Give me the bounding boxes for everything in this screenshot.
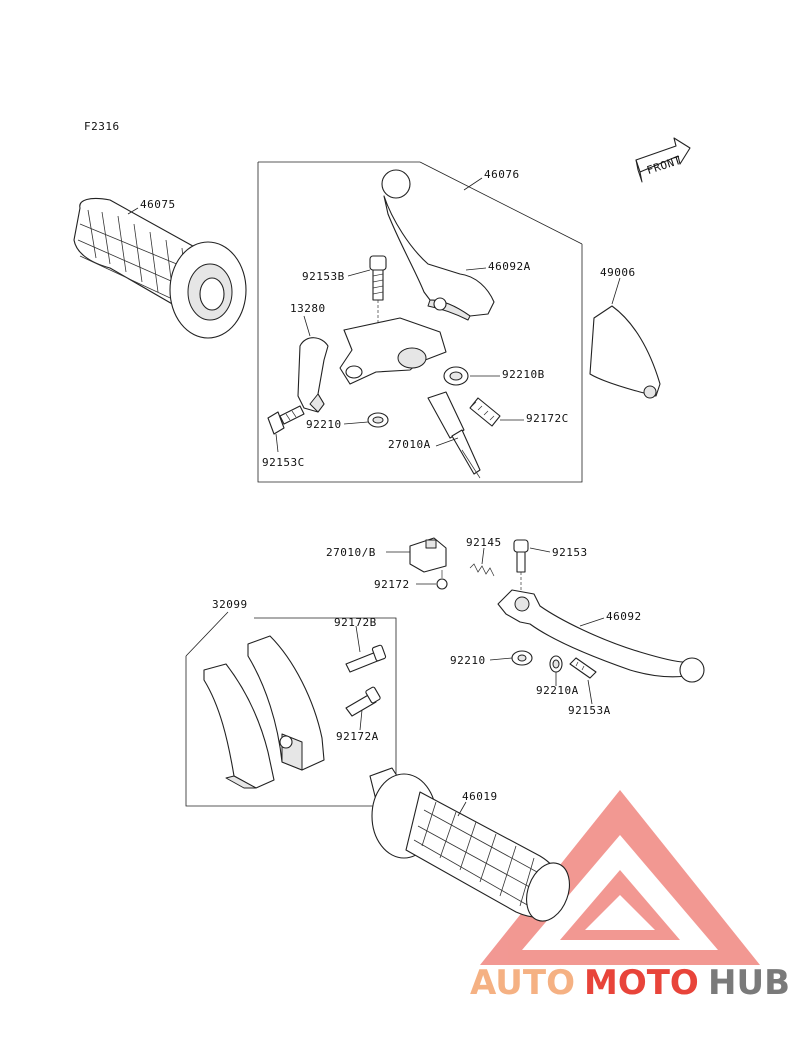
watermark-logo-icon — [480, 790, 760, 965]
nut-92210 — [367, 412, 389, 428]
label-92153B: 92153B — [302, 270, 345, 283]
clutch-lever-46076 — [381, 169, 495, 321]
label-92210: 92210 — [306, 418, 342, 431]
right-grip-46019 — [369, 767, 570, 922]
clamp-bracket-13280 — [297, 337, 329, 413]
spring-92145 — [469, 563, 495, 577]
label-92153: 92153 — [552, 546, 588, 559]
switch-27010B — [409, 537, 447, 573]
switch-27010A — [427, 391, 481, 479]
label-27010A: 27010A — [388, 438, 431, 451]
label-92210-lower: 92210 — [450, 654, 486, 667]
label-92153C: 92153C — [262, 456, 305, 469]
label-92210B: 92210B — [502, 368, 545, 381]
label-13280: 13280 — [290, 302, 326, 315]
adjuster-screw-92172C — [469, 397, 501, 427]
pivot-bolt-92153B — [369, 255, 387, 330]
label-92145: 92145 — [466, 536, 502, 549]
washer-92210A — [549, 655, 563, 673]
label-92210A: 92210A — [536, 684, 579, 697]
screw-92172B — [345, 644, 387, 673]
label-92172A: 92172A — [336, 730, 379, 743]
lever-holder — [339, 317, 447, 385]
screw-92172A — [345, 686, 381, 717]
label-27010B: 27010/B — [326, 546, 376, 559]
adjuster-nut-92210B — [443, 366, 469, 386]
label-92172B: 92172B — [334, 616, 377, 629]
label-46092: 46092 — [606, 610, 642, 623]
bolt-92153C — [267, 405, 305, 435]
brake-lever-46092 — [497, 589, 705, 683]
label-92153A: 92153A — [568, 704, 611, 717]
nut-92210-lower — [511, 650, 533, 666]
left-grip-46075 — [73, 197, 247, 339]
leader-46076-frame — [419, 161, 583, 245]
svg-text:HUB: HUB — [708, 963, 790, 1003]
svg-text:AUTO: AUTO — [470, 963, 575, 1003]
svg-text:MOTO: MOTO — [584, 963, 699, 1003]
housing-half-right — [247, 635, 325, 771]
lever-cover-49006 — [589, 305, 661, 399]
label-46075: 46075 — [140, 198, 176, 211]
label-32099: 32099 — [212, 598, 248, 611]
label-92172: 92172 — [374, 578, 410, 591]
front-direction-arrow: FRONT — [635, 137, 691, 183]
figure-code: F2316 — [84, 120, 120, 133]
label-49006: 49006 — [600, 266, 636, 279]
upper-group-frame — [257, 162, 583, 483]
pivot-bolt-92153 — [513, 539, 529, 590]
label-46019: 46019 — [462, 790, 498, 803]
label-92172C: 92172C — [526, 412, 569, 425]
screw-92172 — [436, 570, 448, 590]
bolt-92153A — [569, 657, 597, 679]
label-46076: 46076 — [484, 168, 520, 181]
housing-half-left — [203, 663, 275, 789]
label-46092A: 46092A — [488, 260, 531, 273]
leader-32099-frame — [185, 611, 229, 657]
watermark-brand-text: AUTO MOTO HUB — [470, 963, 790, 1003]
